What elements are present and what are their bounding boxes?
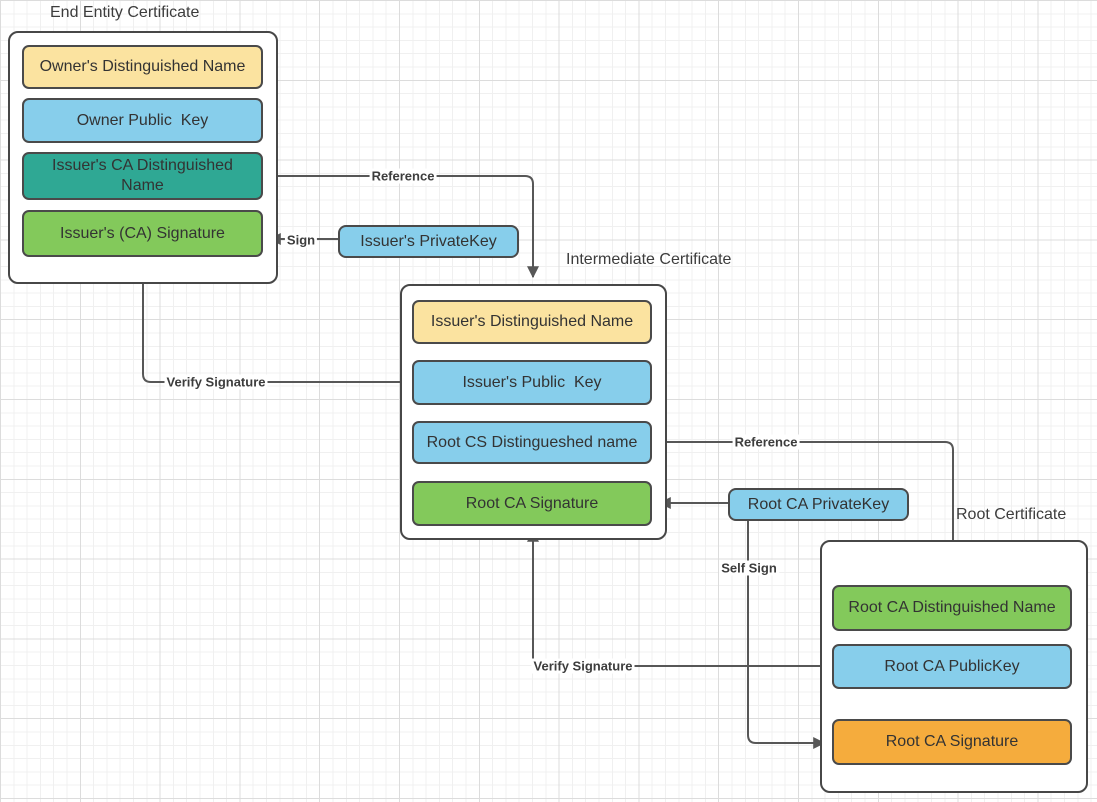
field-label: Issuer's Public Key: [462, 373, 602, 391]
field-root-ca-signature-root: Root CA Signature: [832, 719, 1072, 765]
field-label: Root CA Distinguished Name: [848, 599, 1056, 616]
edge-label-self-sign: Self Sign: [719, 560, 779, 576]
edge-label-verify-signature-left: Verify Signature: [164, 374, 268, 390]
root-certificate-group: Root CA Distinguished Name Root CA Publi…: [820, 540, 1088, 793]
root-ca-private-key-box: Root CA PrivateKey: [728, 488, 909, 521]
field-label: Root CS Distingueshed name: [426, 433, 638, 451]
field-root-ca-distinguished-name: Root CA Distinguished Name: [832, 585, 1072, 631]
edge-reference-top: [263, 175, 539, 279]
edge-verify-signature-left: [137, 261, 412, 383]
field-label: Issuer's CA Distinguished Name: [52, 157, 233, 194]
field-owner-public-key: Owner Public Key: [22, 98, 263, 143]
field-label: Issuer's Distinguished Name: [430, 313, 634, 330]
intermediate-certificate-title: Intermediate Certificate: [566, 251, 732, 268]
field-label: Root CA PublicKey: [884, 657, 1020, 675]
key-box-label: Root CA PrivateKey: [747, 495, 890, 513]
field-label: Root CA Signature: [465, 494, 599, 512]
field-label: Owner's Distinguished Name: [39, 58, 246, 75]
end-entity-certificate-group: Owner's Distinguished Name Owner Public …: [8, 31, 278, 284]
intermediate-certificate-group: Issuer's Distinguished Name Issuer's Pub…: [400, 284, 667, 540]
end-entity-certificate-title: End Entity Certificate: [50, 4, 200, 21]
edge-label-reference-top: Reference: [369, 168, 437, 184]
field-issuers-ca-signature: Issuer's (CA) Signature: [22, 210, 263, 257]
field-root-ca-publickey: Root CA PublicKey: [832, 644, 1072, 689]
field-root-cs-distingueshed-name: Root CS Distingueshed name: [412, 421, 652, 464]
field-label: Root CA Signature: [885, 733, 1019, 750]
edge-self-sign: [747, 521, 826, 749]
field-issuers-public-key: Issuer's Public Key: [412, 360, 652, 405]
root-certificate-title: Root Certificate: [956, 506, 1067, 523]
issuers-private-key-box: Issuer's PrivateKey: [338, 225, 519, 258]
edge-reference-right: [652, 441, 959, 579]
key-box-label: Issuer's PrivateKey: [360, 232, 497, 250]
field-root-ca-signature-intermediate: Root CA Signature: [412, 481, 652, 526]
field-owners-distinguished-name: Owner's Distinguished Name: [22, 45, 263, 89]
field-label: Owner Public Key: [76, 111, 209, 129]
field-label: Issuer's (CA) Signature: [60, 224, 225, 242]
edge-label-sign: Sign: [284, 232, 318, 248]
edge-label-verify-signature-bottom: Verify Signature: [531, 658, 635, 674]
edge-label-reference-right: Reference: [732, 434, 800, 450]
field-issuers-ca-distinguished-name: Issuer's CA Distinguished Name: [22, 152, 263, 200]
edge-verify-signature-bottom: [527, 529, 832, 667]
field-issuers-distinguished-name: Issuer's Distinguished Name: [412, 300, 652, 344]
